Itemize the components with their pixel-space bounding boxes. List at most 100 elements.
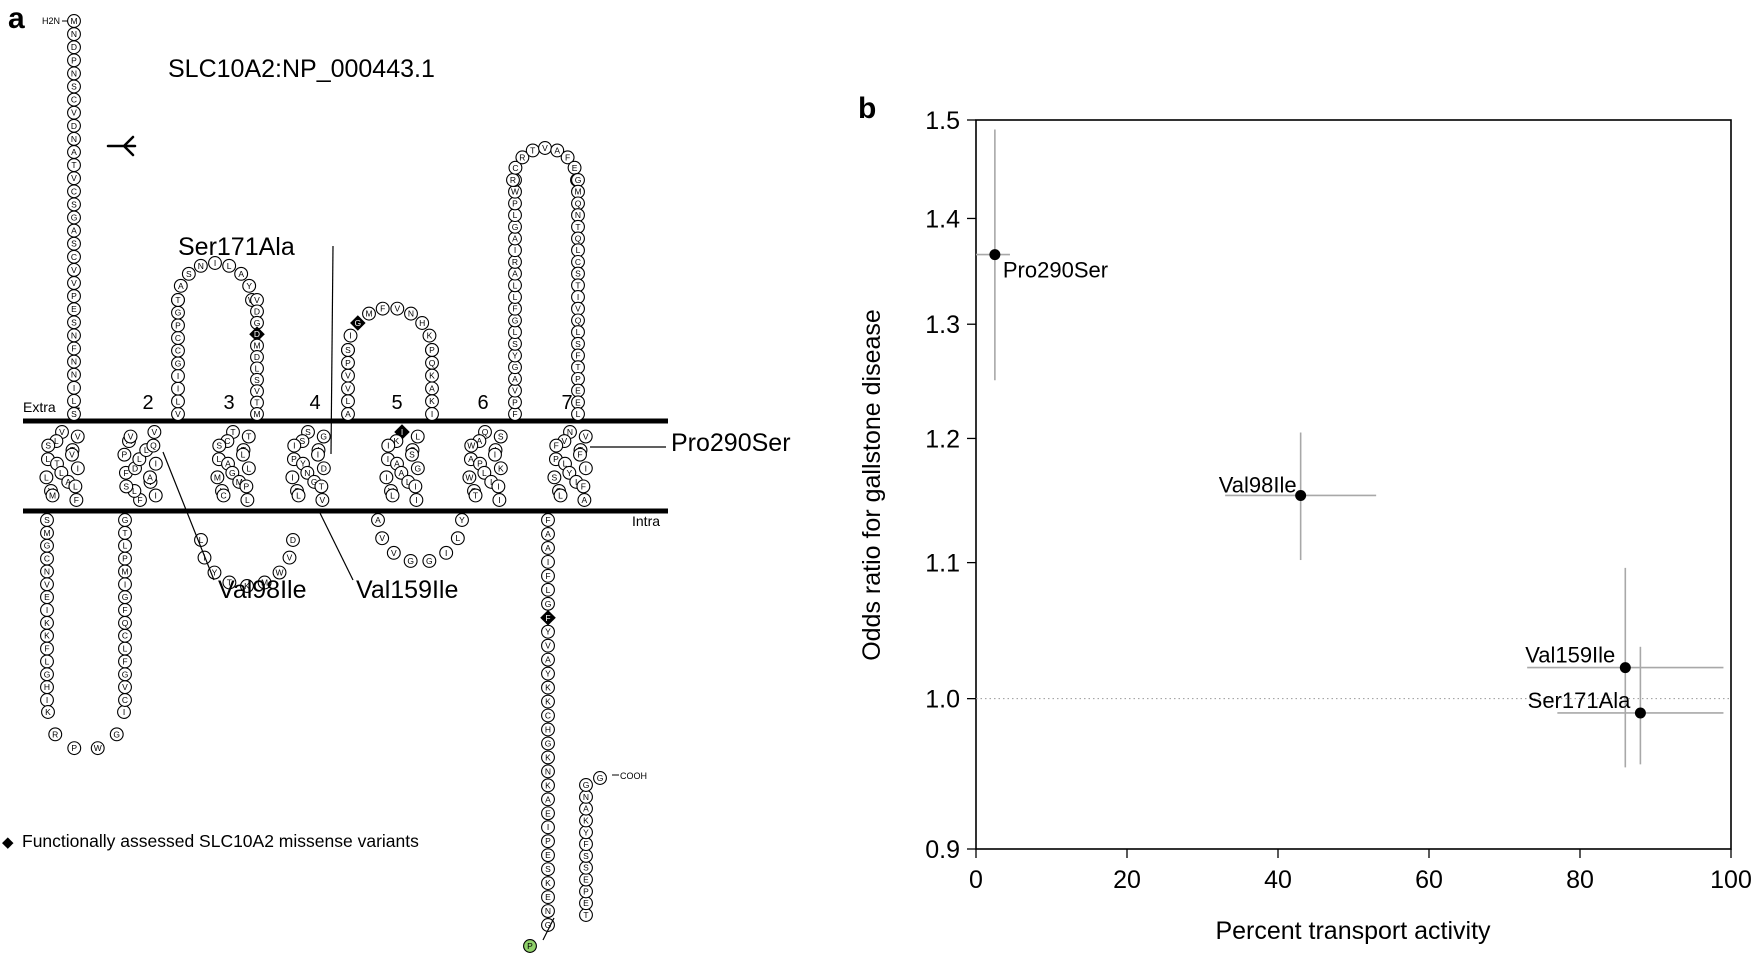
residue-bead	[488, 447, 502, 462]
residue-letter: I	[387, 454, 389, 464]
residue-letter: M	[253, 341, 260, 351]
residue-letter: Q	[429, 358, 436, 368]
residue: I	[381, 438, 396, 453]
residue: K	[541, 876, 555, 891]
residue-bead	[117, 447, 132, 462]
residue-bead	[541, 624, 555, 639]
residue-bead	[405, 447, 419, 462]
residue-bead	[315, 493, 330, 507]
residue-bead	[491, 479, 506, 494]
residue-letter: S	[305, 427, 311, 437]
residue-letter: Q	[575, 198, 582, 208]
residue: I	[379, 470, 394, 485]
residue: T	[222, 575, 237, 590]
residue-letter: C	[575, 257, 581, 267]
residue: N	[67, 367, 81, 382]
residue-bead	[343, 328, 358, 343]
residue-letter: M	[121, 566, 128, 576]
residue-letter: V	[122, 682, 128, 692]
residue-letter: L	[73, 481, 78, 491]
residue: S	[571, 266, 585, 281]
protein-name: SLC10A2:NP_000443.1	[168, 55, 435, 83]
residue-letter: V	[128, 432, 134, 442]
residue-bead	[286, 533, 300, 547]
residue: A	[541, 652, 555, 667]
residue-letter: S	[186, 269, 192, 279]
residue-letter: G	[122, 515, 129, 525]
tm-number-4: 4	[309, 392, 320, 414]
residue: V	[541, 638, 555, 653]
residue-letter: F	[512, 409, 517, 419]
residue-letter: V	[345, 383, 351, 393]
residue-letter: T	[319, 481, 324, 491]
tm-number-2: 2	[142, 392, 153, 414]
data-point	[1619, 662, 1631, 674]
residue-bead	[143, 470, 157, 485]
residue-letter: M	[70, 16, 77, 26]
residue: M	[118, 564, 132, 579]
residue: S	[341, 343, 355, 357]
residue-bead	[462, 470, 477, 485]
tm-number-7: 7	[561, 392, 572, 414]
residue-bead	[90, 741, 105, 756]
residue-letter: S	[44, 515, 50, 525]
residue-letter: S	[71, 199, 77, 209]
residue: G	[403, 553, 418, 568]
residue-bead	[541, 540, 555, 555]
residue-letter: N	[71, 68, 77, 78]
residue-letter: V	[320, 495, 326, 505]
residue-bead	[410, 429, 425, 444]
residue: L	[236, 447, 250, 462]
residue-bead	[239, 479, 254, 494]
residue: D	[67, 118, 81, 133]
residue: L	[291, 488, 306, 503]
residue-bead	[541, 792, 555, 807]
residue-letter: G	[407, 556, 414, 566]
residue: Y	[455, 513, 469, 527]
residue-letter: K	[244, 581, 250, 591]
x-tick-label: 20	[1113, 866, 1141, 894]
y-tick-label: 1.2	[925, 425, 960, 453]
residue-bead	[541, 513, 555, 527]
residue: R	[48, 727, 63, 742]
residue-letter: W	[465, 472, 473, 482]
residue-letter: C	[71, 252, 77, 262]
residue: L	[553, 488, 568, 503]
residue-letter: W	[94, 743, 102, 753]
residue: F	[508, 407, 522, 421]
residue: N	[67, 131, 81, 146]
residue-letter: T	[71, 160, 76, 170]
residue-bead	[541, 722, 555, 737]
residue-letter: M	[49, 490, 56, 500]
residue-letter: V	[345, 371, 351, 381]
residue-letter: V	[44, 579, 50, 589]
residue: V	[65, 447, 79, 462]
residue: K	[425, 394, 439, 409]
residue: A	[173, 278, 188, 293]
val98ile-label: Val98Ile	[218, 576, 307, 604]
residue: V	[67, 171, 81, 186]
residue-bead	[541, 834, 555, 849]
residue-letter: G	[545, 738, 552, 748]
residue-letter: S	[575, 269, 581, 279]
residue-letter: F	[44, 644, 49, 654]
residue-letter: V	[254, 295, 260, 305]
residue: Y	[242, 278, 257, 293]
residue-letter: I	[46, 605, 48, 615]
residue-letter: L	[199, 535, 204, 545]
n-terminus-label: H2N	[42, 16, 60, 26]
residue: P	[425, 343, 439, 357]
residue: V	[282, 550, 297, 565]
residue-letter: A	[545, 655, 551, 665]
residue: N	[67, 328, 81, 343]
residue: Y	[541, 666, 555, 681]
residue: V	[118, 680, 132, 695]
residue-bead	[541, 568, 555, 583]
residue-letter: E	[545, 808, 551, 818]
residue: G	[571, 173, 585, 187]
residue-letter: D	[321, 463, 327, 473]
residue-letter: V	[394, 304, 400, 314]
residue-letter: L	[546, 585, 551, 595]
residue-letter: P	[545, 836, 551, 846]
residue-bead	[439, 545, 454, 560]
